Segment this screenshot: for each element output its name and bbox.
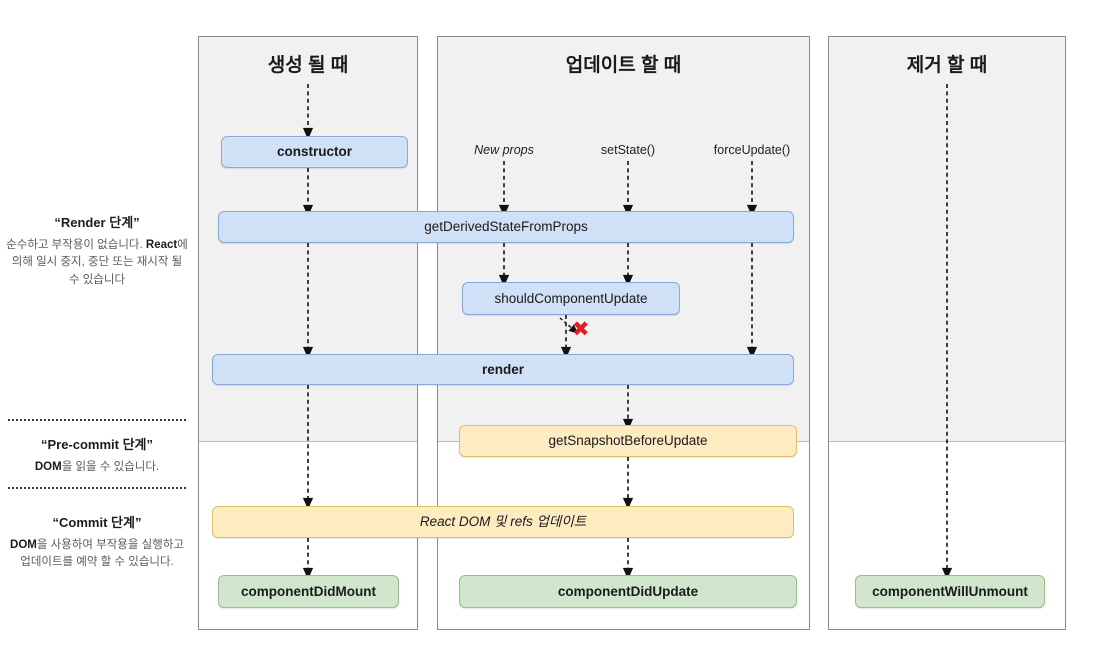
phase-body-render-pre: 순수하고 부작용이 없습니다. (6, 239, 146, 251)
phase-legend-commit: “Commit 단계” DOM을 사용하여 부작용을 실행하고 업데이트를 예약… (6, 512, 188, 572)
phase-body-pre-commit-post: 을 읽을 수 있습니다. (61, 461, 160, 473)
phase-title-render: “Render 단계” (54, 215, 140, 230)
legend-divider-bottom (8, 487, 186, 489)
phase-body-commit-em: DOM (10, 539, 37, 551)
phase-body-commit-post: 을 사용하여 부작용을 실행하고 업데이트를 예약 할 수 있습니다. (20, 539, 184, 569)
bail-out-x-icon: ✖ (572, 317, 590, 341)
phase-title-pre-commit: “Pre-commit 단계” (40, 437, 154, 452)
node-component-will-unmount[interactable]: componentWillUnmount (855, 575, 1045, 608)
column-title-unmounting: 제거 할 때 (906, 55, 988, 76)
phase-body-pre-commit: DOM을 읽을 수 있습니다. (6, 459, 188, 476)
trigger-new-props: New props (474, 143, 534, 157)
phase-body-commit: DOM을 사용하여 부작용을 실행하고 업데이트를 예약 할 수 있습니다. (6, 537, 188, 572)
phase-body-render-post: 에 의해 일시 중지, 중단 또는 재시작 될 수 있습니다 (11, 239, 188, 286)
column-title-updating: 업데이트 할 때 (565, 55, 682, 76)
node-render[interactable]: render (212, 354, 794, 385)
node-constructor[interactable]: constructor (221, 136, 408, 168)
trigger-set-state: setState() (600, 143, 656, 157)
node-component-did-mount[interactable]: componentDidMount (218, 575, 399, 608)
trigger-force-update: forceUpdate() (713, 143, 791, 157)
node-component-did-update[interactable]: componentDidUpdate (459, 575, 797, 608)
column-title-mounting: 생성 될 때 (267, 55, 349, 76)
phase-body-render-em: React (145, 239, 178, 251)
phase-legend-pre-commit: “Pre-commit 단계” DOM을 읽을 수 있습니다. (6, 434, 188, 476)
node-should-component-update[interactable]: shouldComponentUpdate (462, 282, 680, 315)
node-react-dom-refs-update[interactable]: React DOM 및 refs 업데이트 (212, 506, 794, 538)
node-get-derived-state-from-props[interactable]: getDerivedStateFromProps (218, 211, 794, 243)
phase-body-render: 순수하고 부작용이 없습니다. React에 의해 일시 중지, 중단 또는 재… (6, 237, 188, 289)
phase-title-commit: “Commit 단계” (52, 515, 142, 530)
legend-divider-top (8, 419, 186, 421)
phase-legend-render: “Render 단계” 순수하고 부작용이 없습니다. React에 의해 일시… (6, 212, 188, 289)
phase-body-pre-commit-em: DOM (34, 461, 62, 473)
node-get-snapshot-before-update[interactable]: getSnapshotBeforeUpdate (459, 425, 797, 457)
